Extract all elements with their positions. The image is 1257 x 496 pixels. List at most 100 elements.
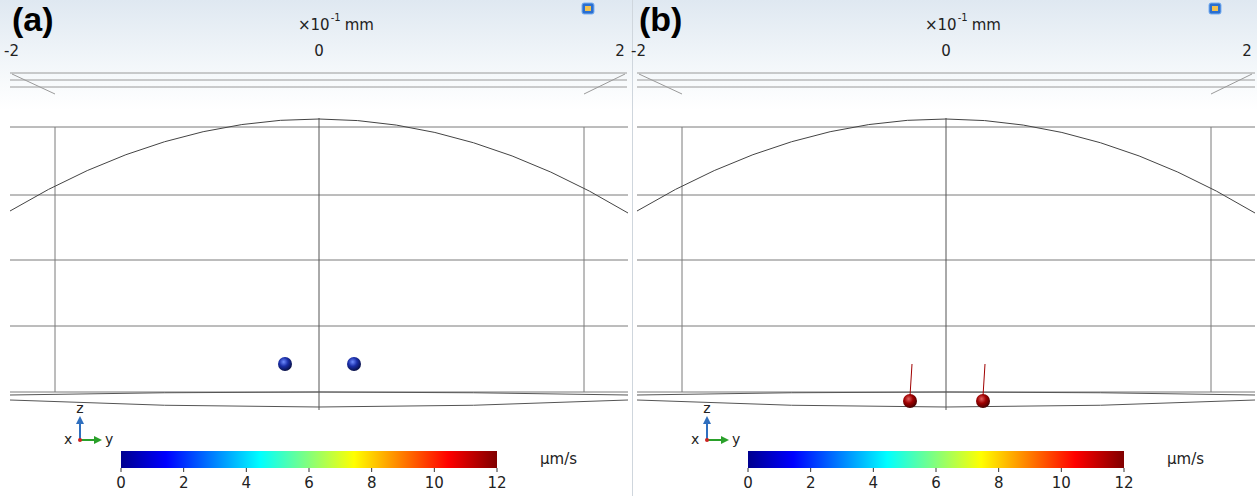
ruler-line [637,73,1255,74]
background-gradient [627,0,1257,110]
color-bar-value: 4 [869,476,879,491]
y-axis-arrow [94,436,102,444]
ruler-line [10,87,628,88]
view-icon [1209,3,1221,14]
ruler-number: -2 [631,44,646,59]
panel [627,0,1257,472]
ruler-number: -2 [4,44,19,59]
color-bar [121,451,497,468]
color-bar-tick [371,468,372,472]
color-bar-tick [1124,468,1125,472]
y-axis-arrow [80,439,96,441]
color-bar-value: 6 [304,476,314,491]
particle [347,357,361,371]
view-icon [582,3,594,14]
ruler-tick [584,74,625,94]
color-bar-value: 10 [1052,476,1071,491]
y-axis-arrow [721,436,729,444]
z-axis-arrow [79,422,81,440]
panel-letter: (a) [12,2,54,36]
scale-exponent: -1 [331,13,341,23]
axis-label: y [105,432,113,446]
color-bar-value: 10 [425,476,444,491]
bottom-surface [637,400,1255,407]
color-bar-value: 4 [242,476,252,491]
axis-label: y [732,432,740,446]
ruler-number: 2 [1242,44,1252,59]
grid-line [1211,127,1212,392]
panel [0,0,630,472]
color-bar-tick [998,468,999,472]
scale-exponent: -1 [958,13,968,23]
particle-trail [983,364,985,396]
channel-arc [10,119,628,213]
grid-line [55,127,56,392]
z-axis-arrow [76,416,84,424]
view-icon [1212,6,1218,11]
background-gradient [0,0,630,110]
color-bar-tick [497,468,498,472]
color-bar-tick [434,468,435,472]
axis-label: x [691,432,699,446]
ruler-line [637,80,1255,81]
particle [976,394,990,408]
scale-factor: ×10 [925,18,957,33]
particle [278,357,292,371]
scale-factor: ×10 [298,18,330,33]
z-axis-arrow [706,422,708,440]
ruler-line [10,73,628,74]
axis-label: z [76,401,83,415]
ruler-number: 0 [941,44,951,59]
grid-line [584,127,585,392]
color-bar-tick [246,468,247,472]
axis-label: x [64,432,72,446]
unit-label: µm/s [540,452,577,467]
particle-trail [910,364,912,396]
grid-line [682,127,683,392]
scale-unit: mm [345,18,374,33]
ruler-line [637,87,1255,88]
panel-divider [632,0,633,496]
color-bar-tick [873,468,874,472]
view-icon [585,6,591,11]
ruler-number: 0 [314,44,324,59]
panel-letter: (b) [639,2,682,36]
z-axis-arrow [703,416,711,424]
center-line [319,118,320,410]
color-bar-value: 0 [116,476,126,491]
ruler-tick [12,74,55,94]
color-bar-tick [121,468,122,472]
axis-label: z [703,401,710,415]
bottom-surface [10,400,628,407]
color-bar-value: 8 [367,476,377,491]
color-bar-value: 6 [931,476,941,491]
ruler-tick [1211,74,1252,94]
channel-arc [637,119,1255,213]
color-bar-value: 2 [806,476,816,491]
color-bar-tick [183,468,184,472]
color-bar-value: 0 [743,476,753,491]
color-bar-value: 12 [1114,476,1133,491]
ruler-tick [639,74,682,94]
color-bar-value: 8 [994,476,1004,491]
color-bar-tick [748,468,749,472]
color-bar-value: 12 [487,476,506,491]
color-bar-tick [309,468,310,472]
ruler-line [10,80,628,81]
unit-label: µm/s [1167,452,1204,467]
ruler-number: 2 [615,44,625,59]
x-axis-marker [78,438,82,442]
scale-unit: mm [972,18,1001,33]
color-bar [748,451,1124,468]
particle [903,394,917,408]
center-line [946,118,947,410]
color-bar-tick [1061,468,1062,472]
x-axis-marker [705,438,709,442]
color-bar-value: 2 [179,476,189,491]
bottom-surface [637,392,1255,395]
bottom-surface [10,392,628,395]
color-bar-tick [936,468,937,472]
y-axis-arrow [707,439,723,441]
